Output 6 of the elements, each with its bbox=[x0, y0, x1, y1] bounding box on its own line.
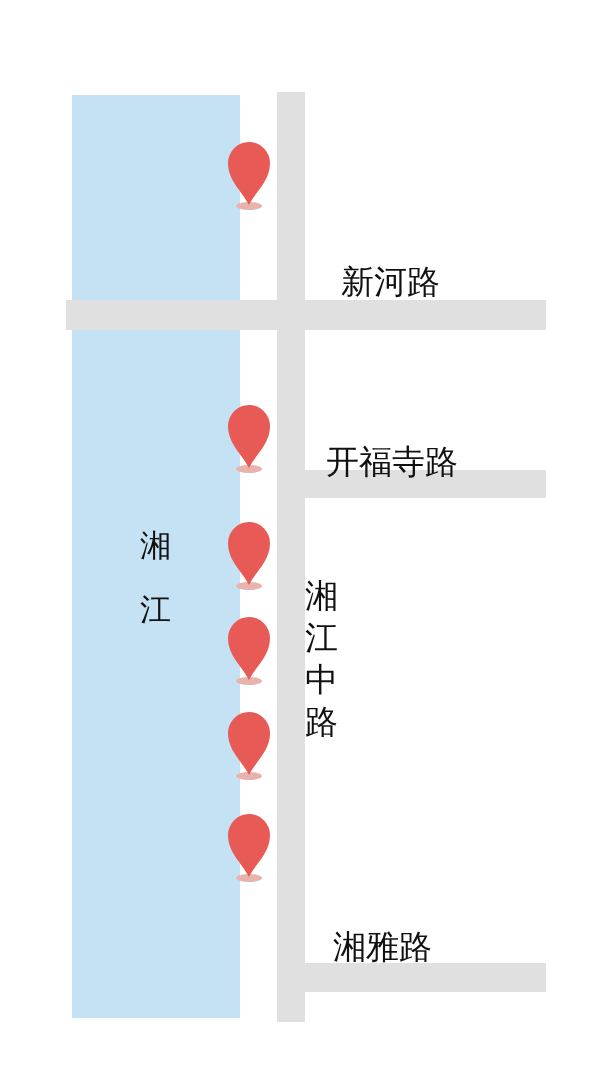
road-name: 湘江中路 bbox=[303, 575, 339, 743]
river bbox=[72, 95, 240, 1018]
road-name: 新河路 bbox=[341, 265, 440, 298]
road-name: 开福寺路 bbox=[326, 445, 458, 478]
road-name: 湘雅路 bbox=[333, 930, 432, 963]
river-name: 湘江 bbox=[138, 526, 172, 629]
